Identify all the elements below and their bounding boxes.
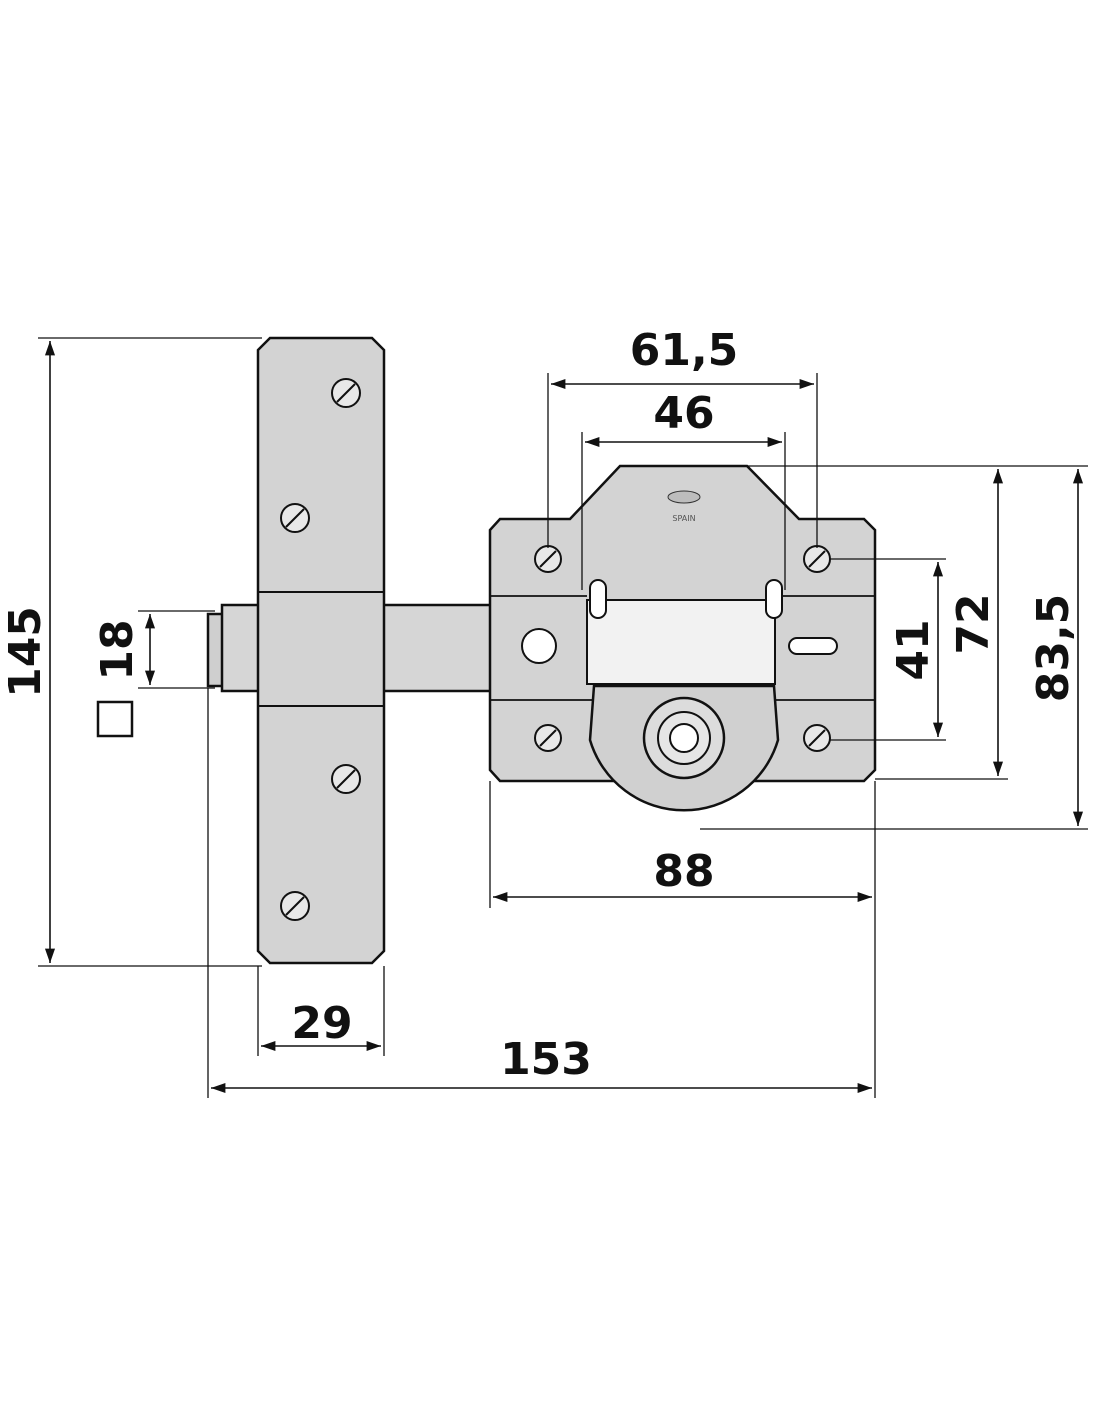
label-body-width: 88	[653, 846, 714, 897]
maker-mark-text: SPAIN	[672, 514, 695, 523]
label-body-height: 72	[948, 593, 999, 654]
screw-icon	[803, 545, 831, 573]
screw-icon	[280, 503, 310, 533]
square-icon	[96, 700, 134, 738]
screw-icon	[534, 724, 562, 752]
label-plate-width: 29	[291, 998, 352, 1049]
label-total-height: 145	[0, 606, 51, 698]
screw-icon	[803, 724, 831, 752]
dimension-lines	[44, 341, 1084, 1094]
screw-icon	[280, 891, 310, 921]
label-total-length: 153	[500, 1034, 592, 1085]
maker-logo: SPAIN	[667, 490, 701, 523]
screw-icon	[534, 545, 562, 573]
label-inner-slot-spacing: 46	[653, 388, 714, 439]
label-outer-hole-spacing: 61,5	[630, 325, 739, 376]
label-hole-vertical-spacing: 41	[888, 619, 939, 680]
screw-icon	[331, 378, 361, 408]
cylinder-icon	[642, 696, 726, 780]
strike-plate	[256, 336, 386, 965]
label-square-size: 18	[92, 619, 143, 680]
extension-lines	[38, 337, 1088, 1098]
label-overall-body-height: 83,5	[1028, 594, 1079, 703]
lock-body: SPAIN	[488, 464, 877, 812]
screw-icon	[331, 764, 361, 794]
